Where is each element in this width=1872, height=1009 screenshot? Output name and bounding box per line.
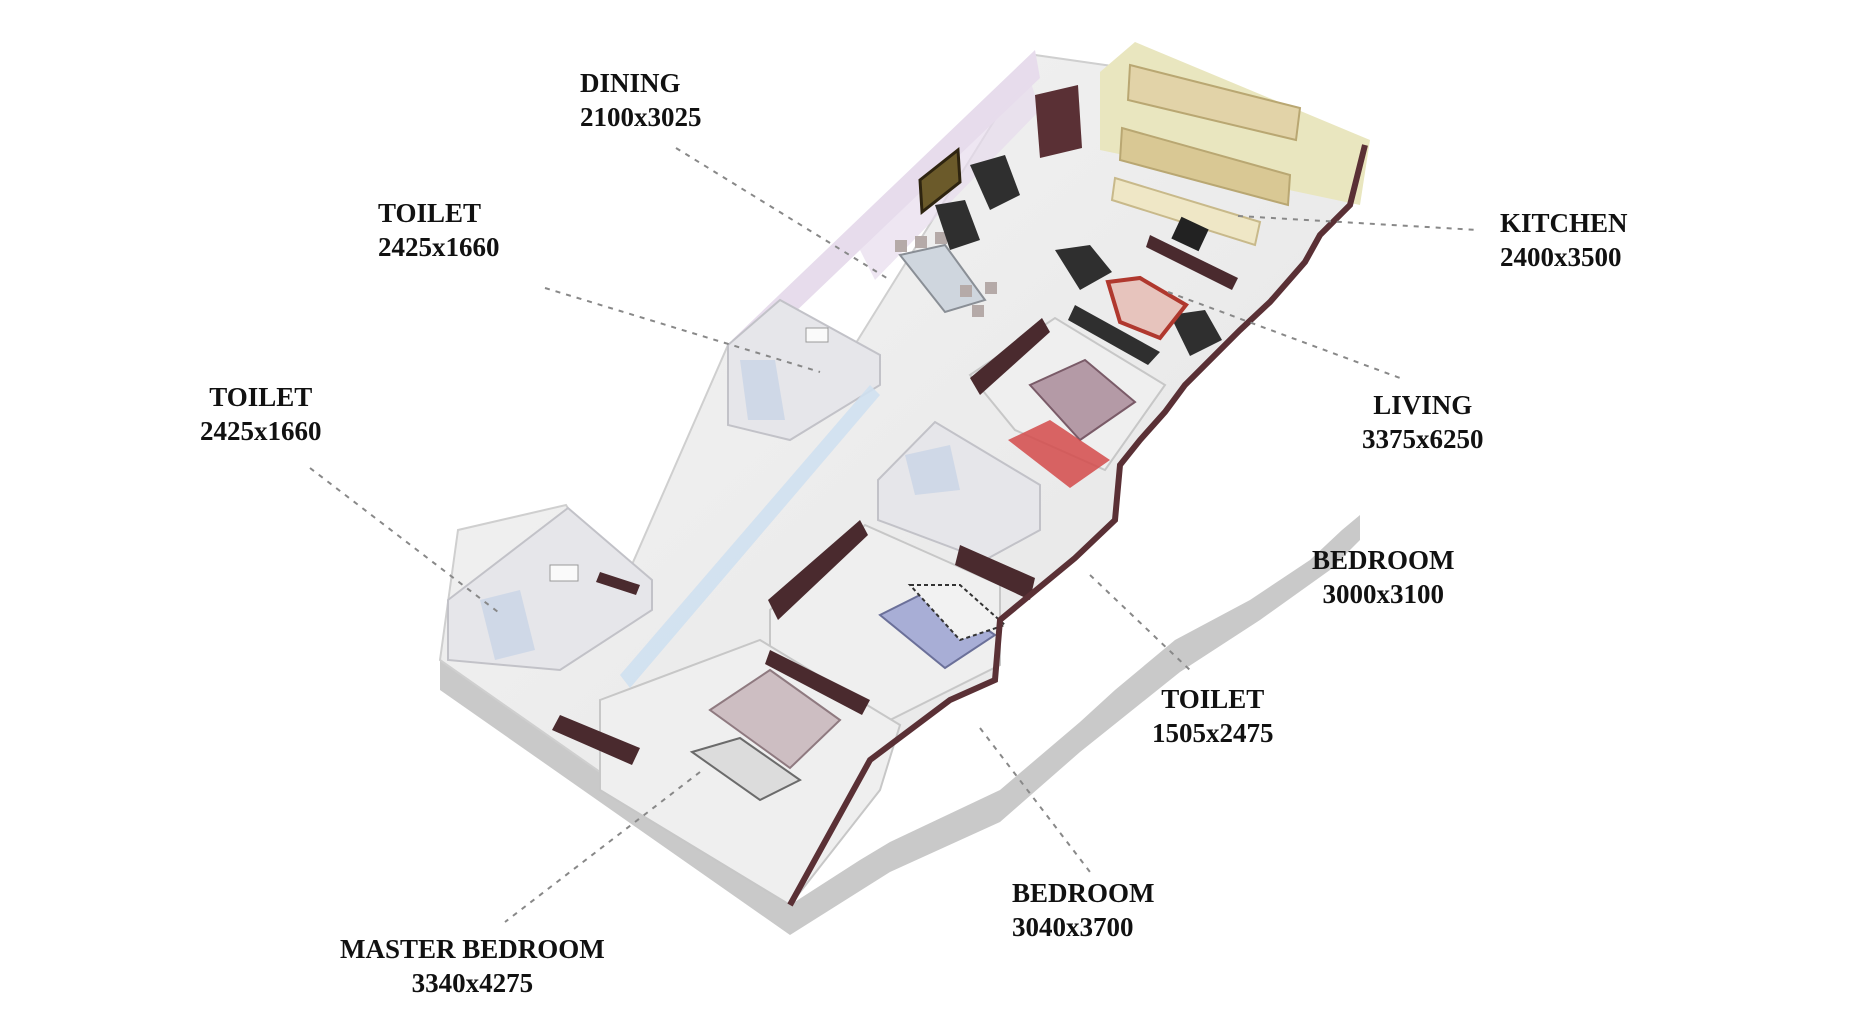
leader-bedroom-2 xyxy=(979,727,1091,873)
master-rug xyxy=(689,736,802,802)
master-bed xyxy=(708,668,842,770)
room-name: TOILET xyxy=(1161,684,1265,714)
room-name: BEDROOM xyxy=(1012,878,1155,908)
bedroom-1-bed xyxy=(1028,358,1137,442)
label-toilet-3: TOILET 1505x2475 xyxy=(1152,682,1274,750)
toilet-2-shelf xyxy=(596,572,640,595)
bedroom-2-bed xyxy=(878,588,997,670)
living-sofa-bottom xyxy=(1068,305,1160,365)
kitchen-lower-cabinets xyxy=(1118,126,1292,207)
room-name: DINING xyxy=(580,68,681,98)
dining-wall xyxy=(732,50,1040,360)
room-name: BEDROOM xyxy=(1312,545,1455,575)
entry-door xyxy=(1035,85,1082,158)
tv-unit xyxy=(1146,235,1238,290)
label-bedroom-1: BEDROOM 3000x3100 xyxy=(1312,543,1455,611)
leader-toilet-1 xyxy=(544,287,821,373)
toilet-2-basin xyxy=(549,564,579,582)
toilet-1-basin xyxy=(805,327,829,343)
bedroom-1-wardrobe xyxy=(970,318,1050,395)
room-dimensions: 2400x3500 xyxy=(1500,242,1622,272)
kitchen-upper-cabinets xyxy=(1126,63,1302,142)
label-master-bedroom: MASTER BEDROOM 3340x4275 xyxy=(340,932,605,1000)
room-name: TOILET xyxy=(209,382,313,412)
master-wardrobe xyxy=(768,520,868,620)
room-name: LIVING xyxy=(1373,390,1473,420)
toilet-3-shower xyxy=(905,445,960,495)
leader-master-bedroom xyxy=(504,771,701,923)
room-dimensions: 2425x1660 xyxy=(200,416,322,446)
lounge-chair-2 xyxy=(935,200,980,250)
room-name: TOILET xyxy=(378,198,482,228)
master-dresser xyxy=(552,715,640,765)
room-dimensions: 3375x6250 xyxy=(1362,424,1484,454)
room-name: MASTER BEDROOM xyxy=(340,934,605,964)
room-dimensions: 1505x2475 xyxy=(1152,718,1274,748)
toilet-2-shower xyxy=(480,590,535,660)
label-living: LIVING 3375x6250 xyxy=(1362,388,1484,456)
room-dimensions: 3040x3700 xyxy=(1012,912,1134,942)
room-dimensions: 2100x3025 xyxy=(580,102,702,132)
bedroom-2-tv-unit xyxy=(955,545,1035,600)
room-dimensions: 2425x1660 xyxy=(378,232,500,262)
master-bed-headboard xyxy=(765,650,870,715)
room-dimensions: 3340x4275 xyxy=(411,968,534,998)
living-armchair xyxy=(1170,310,1222,356)
toilet-1-shower xyxy=(740,360,785,420)
leader-lines xyxy=(309,147,1479,923)
kitchen-counter xyxy=(1110,176,1262,247)
wall-painting xyxy=(918,147,962,215)
tv-screen xyxy=(1171,216,1209,252)
balcony-edge xyxy=(787,144,1368,907)
label-toilet-1: TOILET 2425x1660 xyxy=(378,196,500,264)
label-dining: DINING 2100x3025 xyxy=(580,66,702,134)
bedroom-1-rug xyxy=(1008,420,1110,488)
label-bedroom-2: BEDROOM 3040x3700 xyxy=(1012,876,1155,944)
dining-chairs xyxy=(895,232,997,317)
room-name: KITCHEN xyxy=(1500,208,1628,238)
leader-kitchen xyxy=(1237,215,1479,231)
leader-living xyxy=(1167,291,1401,379)
label-kitchen: KITCHEN 2400x3500 xyxy=(1500,206,1628,274)
room-dimensions: 3000x3100 xyxy=(1322,579,1445,609)
leader-dining xyxy=(675,147,891,281)
label-toilet-2: TOILET 2425x1660 xyxy=(200,380,322,448)
corridor-glass xyxy=(620,385,880,688)
living-rug xyxy=(1105,275,1189,341)
leader-toilet-3 xyxy=(1089,574,1193,673)
living-sofa-left xyxy=(1055,245,1112,290)
bedroom-2-rug xyxy=(907,584,1007,642)
lounge-chair-1 xyxy=(970,155,1020,210)
